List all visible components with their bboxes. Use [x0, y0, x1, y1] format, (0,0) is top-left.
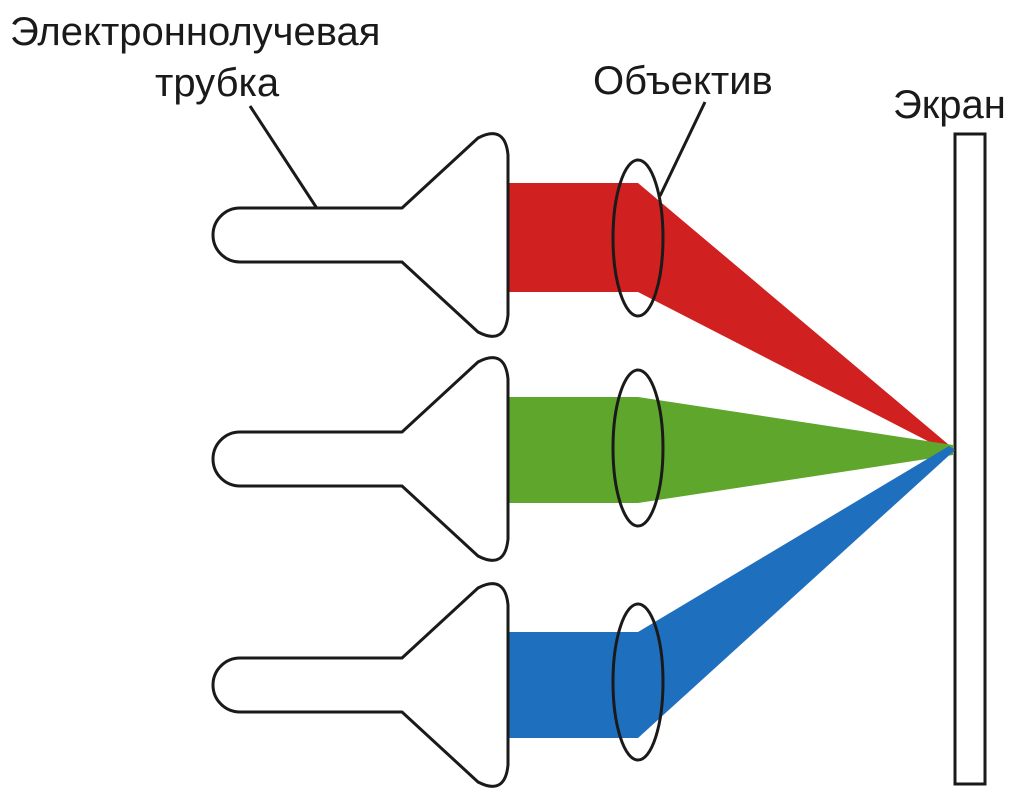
- projection-screen: [953, 132, 987, 786]
- lens-leader-line: [658, 101, 707, 197]
- lens-middle: [611, 368, 665, 528]
- red-beam: [508, 183, 955, 452]
- crt-tube-top: [211, 132, 510, 338]
- lens-bottom: [611, 602, 665, 762]
- crt-tube-middle: [211, 356, 510, 562]
- blue-beam: [508, 446, 955, 738]
- screen-label: Экран: [893, 83, 1006, 127]
- green-beam: [508, 397, 953, 503]
- tube-label-line2: трубка: [155, 61, 280, 105]
- tube-label-line1: Электроннолучевая: [10, 10, 380, 54]
- tube-leader-line: [248, 105, 320, 211]
- lens-top: [611, 158, 665, 318]
- lens-label: Объектив: [593, 59, 773, 103]
- crt-tube-bottom: [211, 582, 510, 788]
